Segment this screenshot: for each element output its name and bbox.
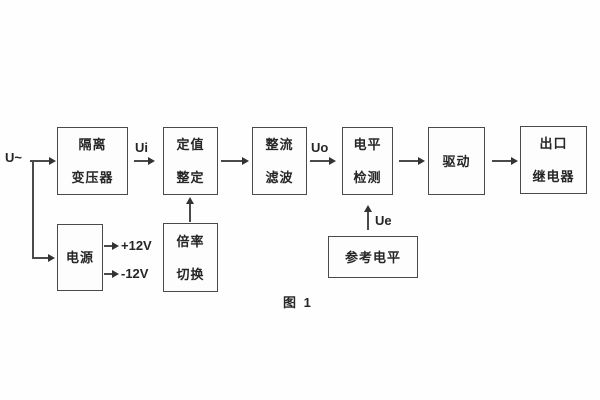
arrowhead-up-icon xyxy=(186,197,194,204)
block-power-supply: 电源 xyxy=(57,224,103,291)
block-label: 隔离 xyxy=(78,137,107,152)
ui-arrow-line xyxy=(134,160,149,162)
rail-neg-arrow-line xyxy=(104,273,113,275)
block-label: 整流 xyxy=(265,137,294,152)
block-label: 驱动 xyxy=(442,153,471,169)
block-driver: 驱动 xyxy=(428,127,485,195)
setpoint-to-rectifier-line xyxy=(221,160,242,162)
driver-to-relay-line xyxy=(492,160,511,162)
arrowhead-right-icon xyxy=(511,157,518,165)
uo-signal-label: Uo xyxy=(311,140,329,155)
block-setpoint-setting: 定值 整定 xyxy=(163,127,218,195)
rail-pos-arrow-line xyxy=(104,245,113,247)
rail-neg-label: -12V xyxy=(121,266,149,281)
block-label: 电平 xyxy=(353,137,382,152)
block-isolation-transformer: 隔离 变压器 xyxy=(57,127,128,195)
uo-arrow-line xyxy=(310,160,330,162)
block-label: 变压器 xyxy=(71,170,114,185)
ui-signal-label: Ui xyxy=(135,140,148,155)
block-label: 倍率 xyxy=(176,233,205,249)
input-branch-vline xyxy=(32,160,34,258)
block-label: 切换 xyxy=(176,266,205,282)
block-label: 继电器 xyxy=(532,169,575,184)
block-rectifier-filter: 整流 滤波 xyxy=(252,127,307,195)
block-label: 电源 xyxy=(65,250,94,265)
block-label: 出口 xyxy=(539,136,568,151)
arrowhead-right-icon xyxy=(148,157,155,165)
block-label: 检测 xyxy=(353,170,382,185)
input-branch-hline xyxy=(32,257,49,259)
block-ratio-switching: 倍率 切换 xyxy=(163,223,218,292)
arrowhead-right-icon xyxy=(418,157,425,165)
arrowhead-right-icon xyxy=(242,157,249,165)
block-label: 整定 xyxy=(176,170,205,185)
arrowhead-right-icon xyxy=(112,242,119,250)
reference-up-arrow-line xyxy=(367,212,369,230)
ue-signal-label: Ue xyxy=(375,213,392,228)
ratio-up-arrow-line xyxy=(189,204,191,222)
arrowhead-right-icon xyxy=(329,157,336,165)
block-level-detection: 电平 检测 xyxy=(342,127,393,195)
rail-pos-label: +12V xyxy=(121,238,152,253)
input-signal-label: U~ xyxy=(5,150,22,165)
block-label: 参考电平 xyxy=(344,249,401,265)
block-output-relay: 出口 继电器 xyxy=(520,126,587,194)
arrowhead-right-icon xyxy=(112,270,119,278)
block-reference-level: 参考电平 xyxy=(328,236,418,278)
arrowhead-right-icon xyxy=(48,254,55,262)
level-to-driver-line xyxy=(399,160,418,162)
figure-caption: 图 1 xyxy=(283,295,313,310)
block-label: 滤波 xyxy=(265,170,294,185)
arrowhead-up-icon xyxy=(364,205,372,212)
input-arrow-line xyxy=(30,160,50,162)
block-label: 定值 xyxy=(176,137,205,152)
arrowhead-right-icon xyxy=(49,157,56,165)
